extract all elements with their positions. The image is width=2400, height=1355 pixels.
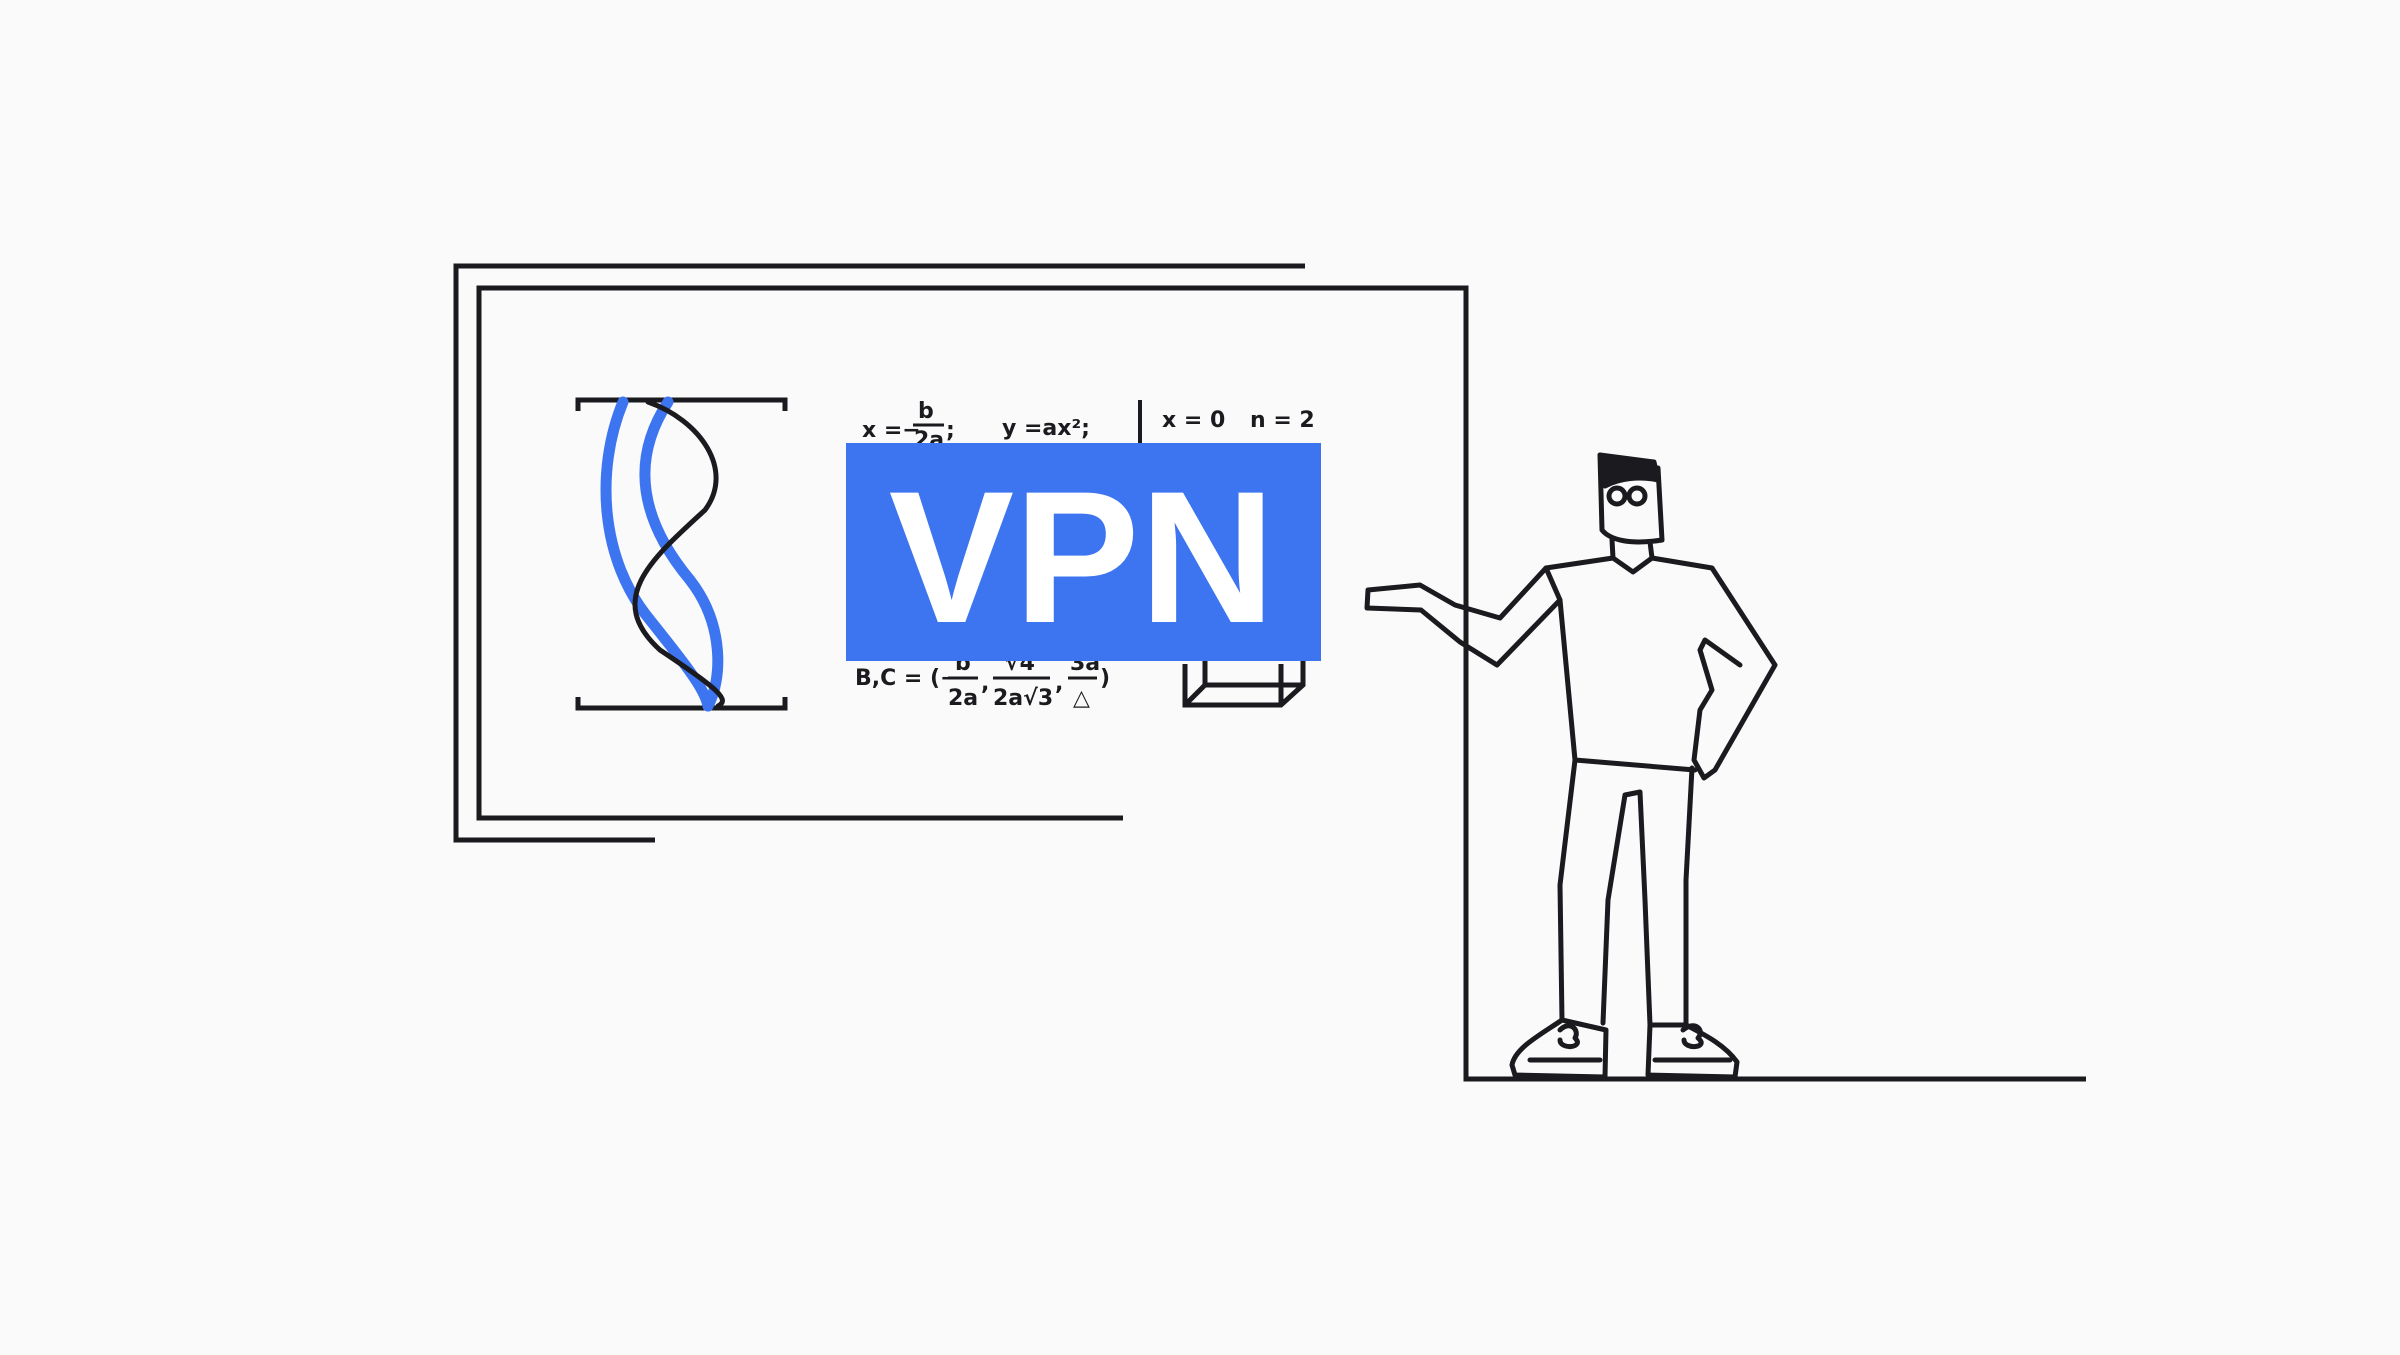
formula-n-two: n = 2	[1250, 408, 1315, 433]
presenter-hair	[1597, 452, 1661, 489]
helix-diagram	[575, 396, 788, 712]
formula-x-lhs: x =−	[862, 418, 921, 443]
formula-bc-lhs: B,C = (−	[855, 666, 959, 691]
formula-comma-1: ,	[981, 671, 989, 696]
vpn-badge-background	[846, 443, 1321, 661]
presenter-torso	[1543, 555, 1778, 781]
formula-x-zero: x = 0	[1162, 408, 1225, 433]
presenter-right-shoe	[1645, 1022, 1740, 1080]
formula-bc-end: )	[1100, 666, 1110, 691]
presenter-legs	[1557, 757, 1695, 1028]
presenter-figure	[1364, 452, 1778, 1080]
vpn-badge-text: VPN	[889, 452, 1276, 662]
vpn-badge: VPN	[846, 443, 1321, 662]
formula-bc-den3: △	[1073, 686, 1090, 711]
formula-bc-den2: 2a√3	[993, 686, 1053, 711]
presenter-head	[1597, 452, 1665, 545]
formula-x-end: ;	[946, 418, 955, 443]
front-board-frame	[476, 285, 2086, 1082]
presenter-left-shoe	[1509, 1017, 1609, 1080]
formula-x-num: b	[918, 399, 934, 424]
formula-comma-2: ,	[1055, 671, 1063, 696]
formula-bc-den1: 2a	[948, 686, 978, 711]
formula-y: y =ax²;	[1002, 416, 1090, 441]
helix-strand-black	[632, 399, 725, 709]
back-board-frame	[453, 263, 1305, 843]
cube-sketch	[1182, 660, 1306, 708]
helix-strand-blue-2	[639, 396, 724, 712]
